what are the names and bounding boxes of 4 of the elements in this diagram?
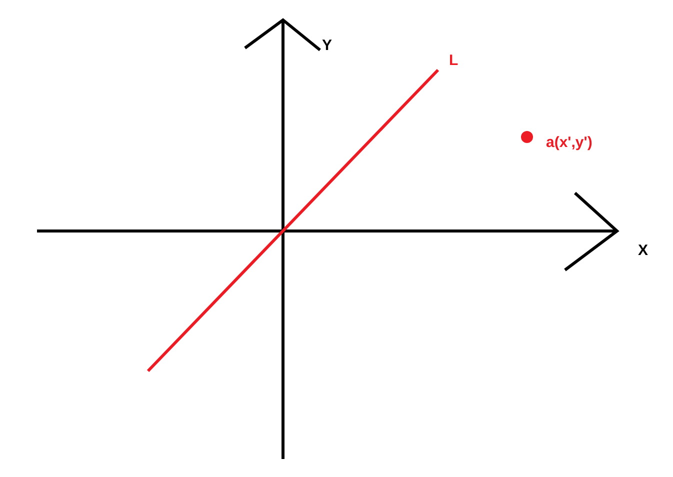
axis-label: X (638, 243, 648, 258)
axis-label: Y (322, 38, 332, 53)
point-label: a(x',y') (546, 135, 592, 150)
line-label: L (449, 53, 458, 68)
